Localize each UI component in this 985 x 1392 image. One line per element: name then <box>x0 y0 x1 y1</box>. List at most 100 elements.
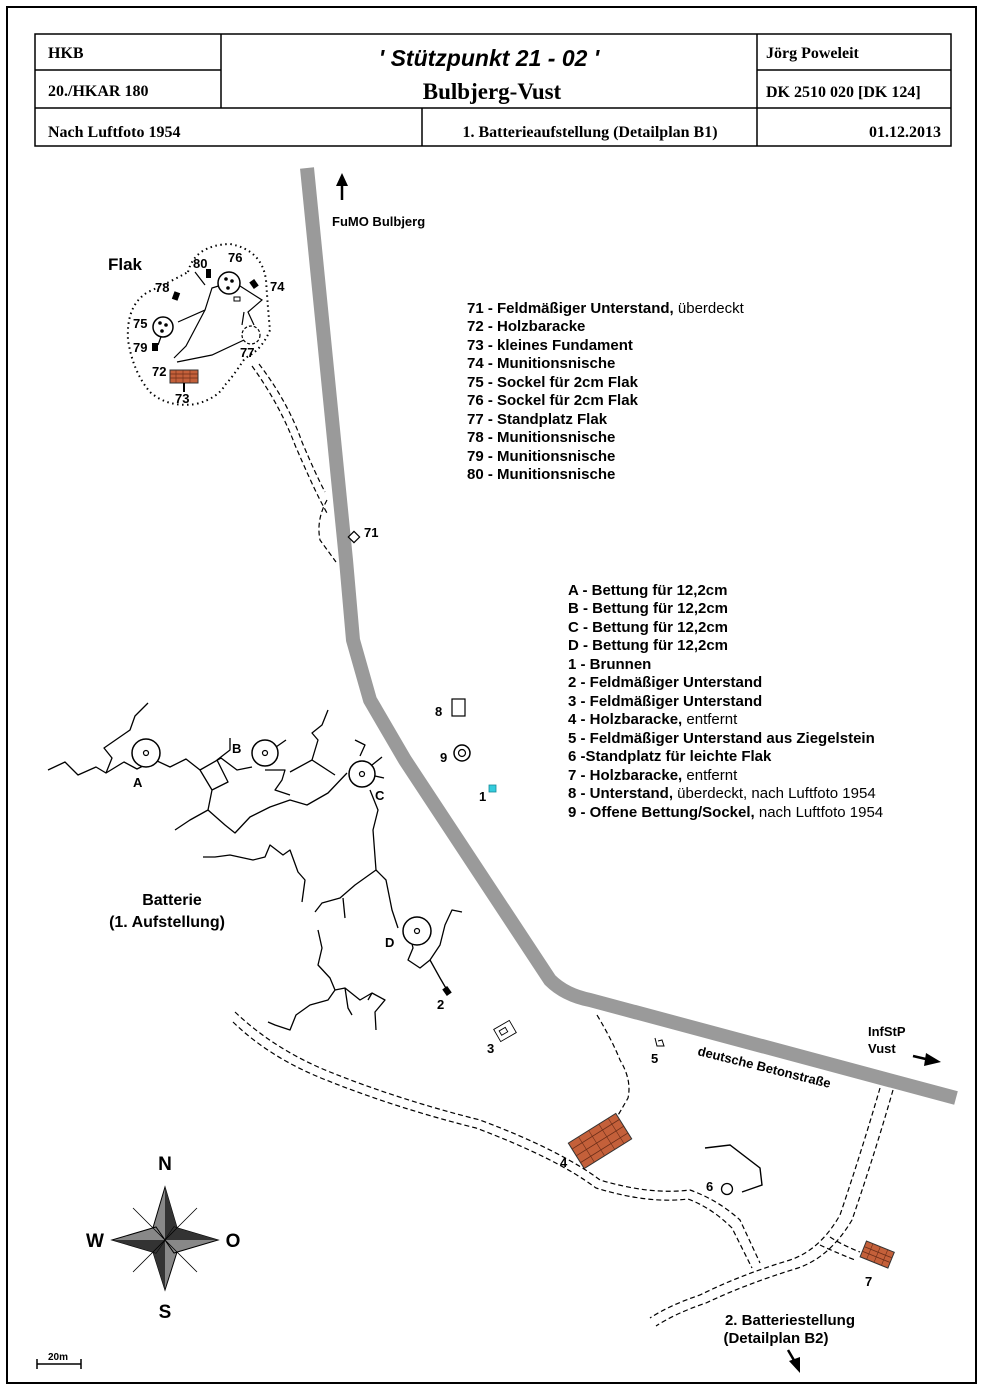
label-1: 1 <box>479 789 486 804</box>
socket-75 <box>152 316 174 338</box>
legend-bat-3: 3 - Feldmäßiger Unterstand <box>568 693 762 710</box>
compass-n: N <box>158 1154 172 1175</box>
flak-position-6-wall <box>704 1144 763 1193</box>
label-72: 72 <box>152 364 166 379</box>
ammo-niche-79 <box>152 343 158 351</box>
label-4: 4 <box>560 1155 568 1170</box>
legend-bat-B: B - Bettung für 12,2cm <box>568 600 728 617</box>
hut-7 <box>859 1240 895 1269</box>
socket-9 <box>453 744 471 762</box>
legend-batterie: A - Bettung für 12,2cm B - Bettung für 1… <box>568 582 883 821</box>
header-author: Jörg Poweleit <box>766 45 860 62</box>
legend-flak-77: 77 - Standplatz Flak <box>467 411 608 428</box>
ammo-niche-80 <box>206 269 211 278</box>
label-2: 2 <box>437 997 444 1012</box>
label-infstp-2: Vust <box>868 1041 896 1056</box>
access-track-east <box>649 1087 894 1327</box>
legend-flak-76: 76 - Sockel für 2cm Flak <box>467 392 639 409</box>
legend-bat-7: 7 - Holzbaracke, entfernt <box>568 767 738 784</box>
shelter-3 <box>493 1019 517 1043</box>
gun-position-B <box>251 739 287 767</box>
compass-o: O <box>226 1231 241 1252</box>
label-3: 3 <box>487 1041 494 1056</box>
title-block <box>34 33 952 147</box>
label-b2-1: 2. Batteriestellung <box>725 1312 855 1329</box>
legend-flak-75: 75 - Sockel für 2cm Flak <box>467 374 639 391</box>
label-A: A <box>133 775 143 790</box>
track-to-hut4 <box>596 1014 630 1123</box>
compass-rose <box>110 1185 220 1292</box>
small-structure <box>233 296 241 302</box>
label-batterie-1: Batterie <box>142 892 202 909</box>
label-79: 79 <box>133 340 147 355</box>
label-B: B <box>232 741 241 756</box>
label-5: 5 <box>651 1051 658 1066</box>
label-76: 76 <box>228 250 242 265</box>
shelter-5 <box>654 1037 665 1047</box>
ammo-niche-78 <box>171 291 181 301</box>
header-date: 01.12.2013 <box>869 124 941 141</box>
ammo-niche-74 <box>249 279 259 289</box>
legend-bat-8: 8 - Unterstand, überdeckt, nach Luftfoto… <box>568 785 876 802</box>
label-7: 7 <box>865 1274 872 1289</box>
label-batterie-2: (1. Aufstellung) <box>109 914 225 931</box>
label-fumo: FuMO Bulbjerg <box>332 214 425 229</box>
scale-bar <box>36 1359 82 1369</box>
hut-72 <box>169 369 199 392</box>
flak-track <box>251 363 337 563</box>
arrow-b2 <box>786 1349 800 1373</box>
legend-flak-71: 71 - Feldmäßiger Unterstand, überdeckt <box>467 300 745 317</box>
legend-flak-78: 78 - Munitionsnische <box>467 429 615 446</box>
gun-position-C <box>348 756 385 788</box>
arrow-infstp <box>912 1053 941 1066</box>
legend-flak-72: 72 - Holzbaracke <box>467 318 585 335</box>
label-C: C <box>375 788 385 803</box>
legend-flak-79: 79 - Munitionsnische <box>467 448 615 465</box>
north-arrow-fumo <box>336 173 348 200</box>
header-unit: 20./HKAR 180 <box>48 83 148 100</box>
legend-bat-6: 6 -Standplatz für leichte Flak <box>568 748 772 765</box>
legend-flak-74: 74 - Munitionsnische <box>467 355 615 372</box>
legend-bat-5: 5 - Feldmäßiger Unterstand aus Ziegelste… <box>568 730 875 747</box>
legend-bat-A: A - Bettung für 12,2cm <box>568 582 727 599</box>
label-9: 9 <box>440 750 447 765</box>
header-title: ' Stützpunkt 21 - 02 ' <box>379 45 601 71</box>
legend-bat-2: 2 - Feldmäßiger Unterstand <box>568 674 762 691</box>
access-track-west <box>232 1011 761 1269</box>
label-74: 74 <box>270 279 285 294</box>
concrete-road <box>300 167 958 1105</box>
socket-76 <box>217 271 241 295</box>
gun-position-D <box>402 916 432 946</box>
shelter-71 <box>347 530 361 544</box>
gun-position-A <box>131 738 161 768</box>
header-plan: 1. Batterieaufstellung (Detailplan B1) <box>462 124 717 141</box>
header-subtitle: Bulbjerg-Vust <box>423 79 562 104</box>
well-1 <box>488 784 497 793</box>
label-D: D <box>385 935 394 950</box>
shelter-2 <box>442 986 452 996</box>
map-frame <box>6 6 977 1384</box>
header-org: HKB <box>48 45 84 62</box>
legend-bat-4: 4 - Holzbaracke, entfernt <box>568 711 738 728</box>
label-78: 78 <box>155 280 169 295</box>
label-8: 8 <box>435 704 442 719</box>
flak-number-labels: 80 76 74 78 75 79 77 72 73 <box>133 250 285 406</box>
header-source: Nach Luftfoto 1954 <box>48 124 180 141</box>
compass-w: W <box>86 1231 104 1252</box>
label-73: 73 <box>175 391 189 406</box>
flak-position-77 <box>241 325 261 345</box>
label-75: 75 <box>133 316 147 331</box>
label-6: 6 <box>706 1179 713 1194</box>
label-77: 77 <box>240 345 254 360</box>
label-infstp-1: InfStP <box>868 1024 906 1039</box>
label-80: 80 <box>193 256 207 271</box>
flak-trenches <box>157 271 264 363</box>
flak-position-6 <box>720 1182 734 1196</box>
label-71: 71 <box>364 525 378 540</box>
scale-label: 20m <box>48 1352 68 1363</box>
hut-4 <box>567 1112 633 1170</box>
legend-flak-80: 80 - Munitionsnische <box>467 466 615 483</box>
legend-bat-1: 1 - Brunnen <box>568 656 651 673</box>
label-b2-2: (Detailplan B2) <box>723 1330 828 1347</box>
